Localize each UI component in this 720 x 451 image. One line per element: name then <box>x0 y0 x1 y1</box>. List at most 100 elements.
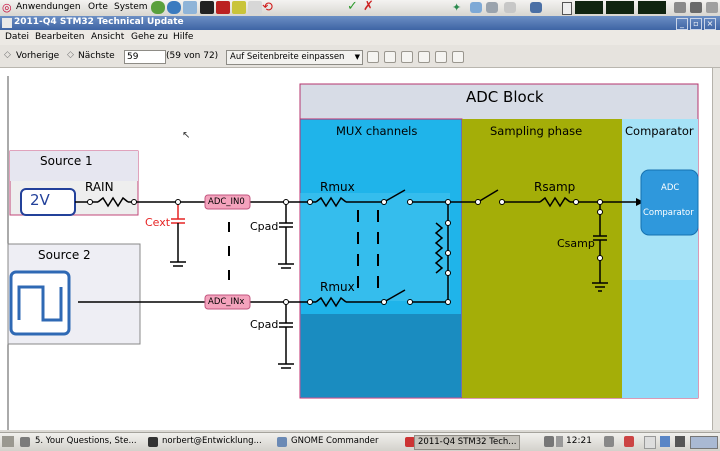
adc-comparator-box <box>640 169 699 236</box>
menu-file[interactable]: Datei <box>5 32 30 42</box>
adc-comparator-line2: Comparator <box>643 208 694 218</box>
show-desktop-icon[interactable] <box>2 436 14 447</box>
menu-places[interactable]: Orte <box>88 2 108 12</box>
source1-title: Source 1 <box>40 154 93 168</box>
adc-inx-label: ADC_INx <box>208 297 245 307</box>
task-gnome-commander[interactable]: GNOME Commander <box>291 436 379 446</box>
task-icon-2 <box>148 437 158 447</box>
sampling-region <box>462 119 622 398</box>
tray-icon-e[interactable] <box>675 436 685 447</box>
task-icon-4 <box>405 437 415 447</box>
adc-inx-pin <box>204 294 251 310</box>
terminal-icon[interactable] <box>200 1 214 14</box>
zoom-in-icon[interactable] <box>367 51 379 63</box>
launcher-icon-7[interactable] <box>248 1 262 14</box>
tray-icon-1[interactable] <box>470 2 482 13</box>
tray-icon-2[interactable] <box>486 2 498 13</box>
page-number-input[interactable] <box>124 50 166 64</box>
tray-icon-d[interactable] <box>660 436 670 447</box>
cpu-monitor-icon <box>575 1 603 14</box>
cpad1-label: Cpad <box>250 220 279 233</box>
document-page: ADC Block MUX channels Sampling phase Co… <box>0 68 712 430</box>
rain-label: RAIN <box>85 180 114 194</box>
zoom-out-icon[interactable] <box>384 51 396 63</box>
launcher-icon-1[interactable] <box>151 1 165 14</box>
rmux1-label: Rmux <box>320 180 355 194</box>
tray-icon-6[interactable] <box>690 2 702 13</box>
rotate-icon[interactable] <box>435 51 447 63</box>
menubar: Datei Bearbeiten Ansicht Gehe zu Hilfe <box>0 30 720 45</box>
battery-icon[interactable] <box>562 2 572 15</box>
csamp-label: Csamp <box>557 237 595 250</box>
tray-icon-a[interactable] <box>604 436 614 447</box>
vertical-scrollbar[interactable] <box>712 68 720 430</box>
chevron-down-icon: ▼ <box>354 53 360 61</box>
tray-icon-5[interactable] <box>674 2 686 13</box>
check-icon[interactable]: ✓ <box>347 0 358 14</box>
launcher-icon-3[interactable] <box>183 1 197 14</box>
mouse-cursor-icon: ↖ <box>182 130 191 141</box>
window-titlebar[interactable]: 2011-Q4 STM32 Technical Update _ ▫ × <box>0 16 720 30</box>
task-icon-3 <box>277 437 287 447</box>
tray-icon-3[interactable] <box>504 2 516 13</box>
mux-title: MUX channels <box>336 124 418 138</box>
top-panel: ◎ Anwendungen Orte System ⟲ ✓ ✗ ✦ <box>0 0 720 17</box>
workspace-switcher[interactable] <box>690 436 718 449</box>
adc-block-title: ADC Block <box>466 88 544 106</box>
fit-width-icon[interactable] <box>418 51 430 63</box>
menu-go[interactable]: Gehe zu <box>131 32 169 42</box>
tray-bird-icon[interactable]: ✦ <box>452 1 462 14</box>
pdf-launcher-icon[interactable]: ⟲ <box>262 0 273 15</box>
rsamp-label: Rsamp <box>534 180 576 194</box>
minimize-button[interactable]: _ <box>676 18 688 30</box>
source2-title: Source 2 <box>38 248 91 262</box>
launcher-icon-6[interactable] <box>232 1 246 14</box>
fit-page-icon[interactable] <box>401 51 413 63</box>
previous-button[interactable]: Vorherige <box>16 51 60 61</box>
maximize-button[interactable]: ▫ <box>690 18 702 30</box>
comparator-title: Comparator <box>625 124 694 138</box>
menu-applications[interactable]: Anwendungen <box>16 2 81 12</box>
cext-label: Cext <box>145 216 171 229</box>
close-button[interactable]: × <box>704 18 716 30</box>
next-button[interactable]: Nächste <box>78 51 115 61</box>
adc-comparator-line1: ADC <box>661 183 680 193</box>
task-terminal[interactable]: norbert@Entwicklung... <box>162 436 262 446</box>
pan-icon[interactable] <box>452 51 464 63</box>
adc-in0-pin <box>204 194 251 210</box>
tray-icon-b[interactable] <box>624 436 634 447</box>
mux-lower-region <box>301 314 461 397</box>
task-icon-1 <box>20 437 30 447</box>
mux-inner-panel <box>300 193 450 301</box>
task-pdf-viewer[interactable]: 2011-Q4 STM32 Tech... <box>414 435 521 450</box>
tray-icon-7[interactable] <box>706 2 718 13</box>
menu-system[interactable]: System <box>114 2 148 12</box>
window-title: 2011-Q4 STM32 Technical Update <box>14 17 184 27</box>
clock[interactable]: 12:21 <box>566 436 592 446</box>
launcher-icon-5[interactable] <box>216 1 230 14</box>
taskbar: 5. Your Questions, Ste... norbert@Entwic… <box>0 432 720 451</box>
prev-arrow-icon[interactable]: ◇ <box>4 50 11 60</box>
tray-icon-4[interactable] <box>530 2 542 13</box>
zoom-select[interactable]: Auf Seitenbreite einpassen ▼ <box>226 50 363 65</box>
launcher-icon-2[interactable] <box>167 1 181 14</box>
adc-diagram <box>7 76 699 430</box>
sampling-title: Sampling phase <box>490 124 583 138</box>
volume-icon[interactable] <box>544 436 554 447</box>
source1-value: 2V <box>30 191 50 209</box>
page-count: (59 von 72) <box>166 51 219 61</box>
menu-edit[interactable]: Bearbeiten <box>35 32 85 42</box>
menu-help[interactable]: Hilfe <box>173 32 194 42</box>
debian-logo-icon[interactable]: ◎ <box>2 1 12 14</box>
task-questions[interactable]: 5. Your Questions, Ste... <box>35 436 137 446</box>
rmux2-label: Rmux <box>320 280 355 294</box>
comparator-lower-region <box>622 280 698 398</box>
net-monitor-icon <box>606 1 634 14</box>
cpad2-label: Cpad <box>250 318 279 331</box>
next-arrow-icon[interactable]: ◇ <box>67 50 74 60</box>
window-menu-icon[interactable] <box>2 18 12 28</box>
tray-icon-c[interactable] <box>644 436 656 449</box>
keyboard-icon[interactable] <box>556 436 563 447</box>
cross-icon[interactable]: ✗ <box>363 0 374 14</box>
menu-view[interactable]: Ansicht <box>91 32 125 42</box>
